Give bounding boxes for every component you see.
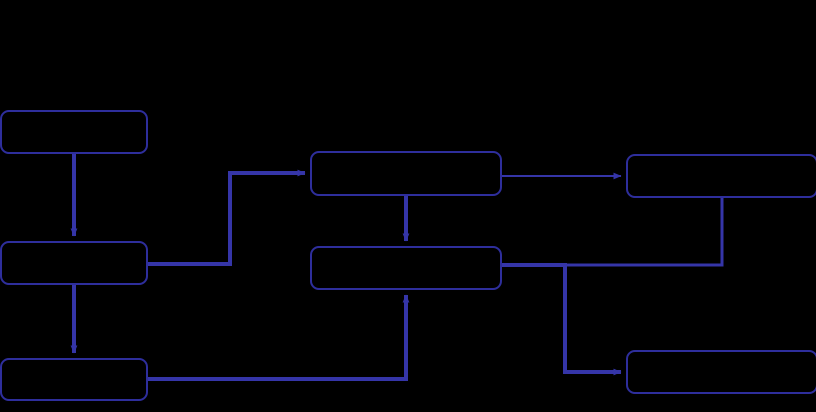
node-n4[interactable]	[310, 151, 502, 196]
node-n6[interactable]	[626, 154, 816, 198]
node-n3[interactable]	[0, 358, 148, 401]
node-layer	[0, 110, 816, 401]
edge-n2-n4	[147, 169, 306, 266]
node-n1-box[interactable]	[0, 110, 148, 154]
node-n2-box[interactable]	[0, 241, 148, 285]
node-n3-box[interactable]	[0, 358, 148, 401]
node-n1[interactable]	[0, 110, 148, 154]
node-n7-box[interactable]	[626, 350, 816, 394]
edge-n5-n7	[501, 263, 622, 376]
node-n4-box[interactable]	[310, 151, 502, 196]
node-n2[interactable]	[0, 241, 148, 285]
node-n7[interactable]	[626, 350, 816, 394]
edge-n3-n5	[147, 294, 410, 381]
node-n5-box[interactable]	[310, 246, 502, 290]
edge-n6-n5	[501, 197, 724, 267]
node-n6-box[interactable]	[626, 154, 816, 198]
edge-layer	[70, 153, 724, 381]
node-n5[interactable]	[310, 246, 502, 290]
